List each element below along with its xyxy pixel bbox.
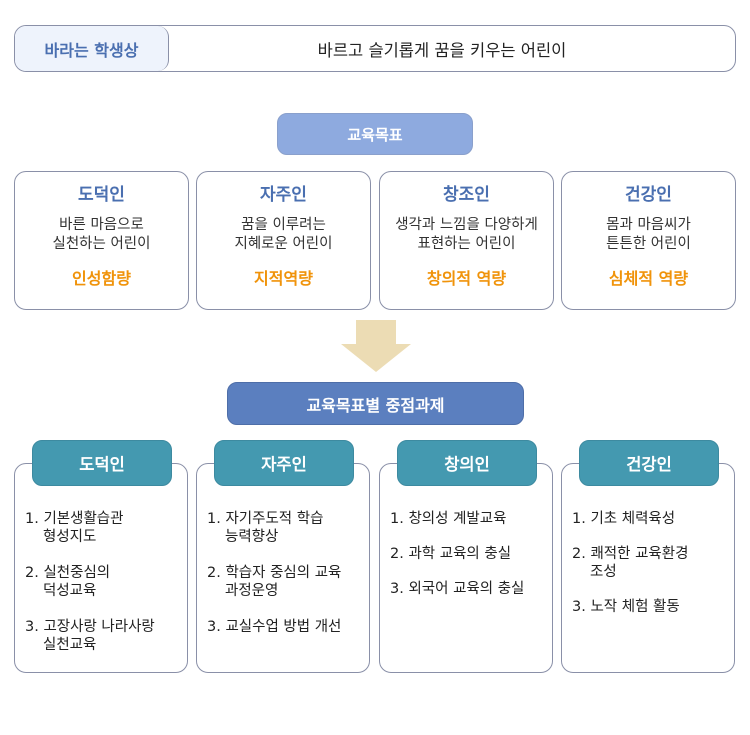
tasks-header: 교육목표별 중점과제 <box>227 382 524 425</box>
task-item: 2. 과학 교육의 충실 <box>390 546 512 562</box>
goal-description: 꿈을 이루려는 지혜로운 어린이 <box>234 217 333 252</box>
goal-card-autonomous: 자주인 꿈을 이루려는 지혜로운 어린이 지적역량 <box>196 171 371 310</box>
task-item: 3. 고장사랑 나라사랑 실천교육 <box>25 619 155 653</box>
task-item: 2. 쾌적한 교육환경 조성 <box>572 546 689 580</box>
goal-card-moral: 도덕인 바른 마음으로 실천하는 어린이 인성함량 <box>14 171 189 310</box>
goals-header: 교육목표 <box>277 113 473 155</box>
task-item: 3. 외국어 교육의 충실 <box>390 581 525 597</box>
task-item: 2. 실천중심의 덕성교육 <box>25 565 111 599</box>
down-arrow-icon <box>341 320 411 372</box>
task-card-autonomous: 1. 자기주도적 학습 능력향상 2. 학습자 중심의 교육 과정운영 3. 교… <box>196 463 370 673</box>
task-item: 1. 기초 체력육성 <box>572 511 676 527</box>
goal-capability: 심체적 역량 <box>608 269 689 288</box>
task-card-healthy: 1. 기초 체력육성 2. 쾌적한 교육환경 조성 3. 노작 체험 활동 <box>561 463 735 673</box>
goal-title: 도덕인 <box>78 185 125 205</box>
task-item: 3. 노작 체험 활동 <box>572 599 680 615</box>
task-tab-creative: 창의인 <box>397 440 537 486</box>
vision-text: 바르고 슬기롭게 꿈을 키우는 어린이 <box>317 40 567 60</box>
task-tab-autonomous: 자주인 <box>214 440 354 486</box>
goal-description: 몸과 마음씨가 튼튼한 어린이 <box>606 217 691 252</box>
task-card-moral: 1. 기본생활습관 형성지도 2. 실천중심의 덕성교육 3. 고장사랑 나라사… <box>14 463 188 673</box>
goal-card-creative: 창조인 생각과 느낌을 다양하게 표현하는 어린이 창의적 역량 <box>379 171 554 310</box>
goal-card-healthy: 건강인 몸과 마음씨가 튼튼한 어린이 심체적 역량 <box>561 171 736 310</box>
task-tab-moral: 도덕인 <box>32 440 172 486</box>
vision-label: 바라는 학생상 <box>15 26 169 71</box>
vision-bar: 바라는 학생상 바르고 슬기롭게 꿈을 키우는 어린이 <box>14 25 736 72</box>
task-item: 1. 기본생활습관 형성지도 <box>25 511 124 545</box>
task-item: 1. 자기주도적 학습 능력향상 <box>207 511 324 545</box>
goal-title: 건강인 <box>625 185 672 205</box>
goal-capability: 창의적 역량 <box>426 269 507 288</box>
goal-title: 자주인 <box>260 185 307 205</box>
task-item: 2. 학습자 중심의 교육 과정운영 <box>207 565 342 599</box>
task-item: 3. 교실수업 방법 개선 <box>207 619 342 635</box>
task-tab-healthy: 건강인 <box>579 440 719 486</box>
goal-capability: 인성함량 <box>72 269 131 288</box>
goal-title: 창조인 <box>443 185 490 205</box>
goal-capability: 지적역량 <box>254 269 313 288</box>
task-card-creative: 1. 창의성 계발교육 2. 과학 교육의 충실 3. 외국어 교육의 충실 <box>379 463 553 673</box>
task-item: 1. 창의성 계발교육 <box>390 511 507 527</box>
goal-description: 생각과 느낌을 다양하게 표현하는 어린이 <box>395 217 538 252</box>
goal-description: 바른 마음으로 실천하는 어린이 <box>52 217 151 252</box>
